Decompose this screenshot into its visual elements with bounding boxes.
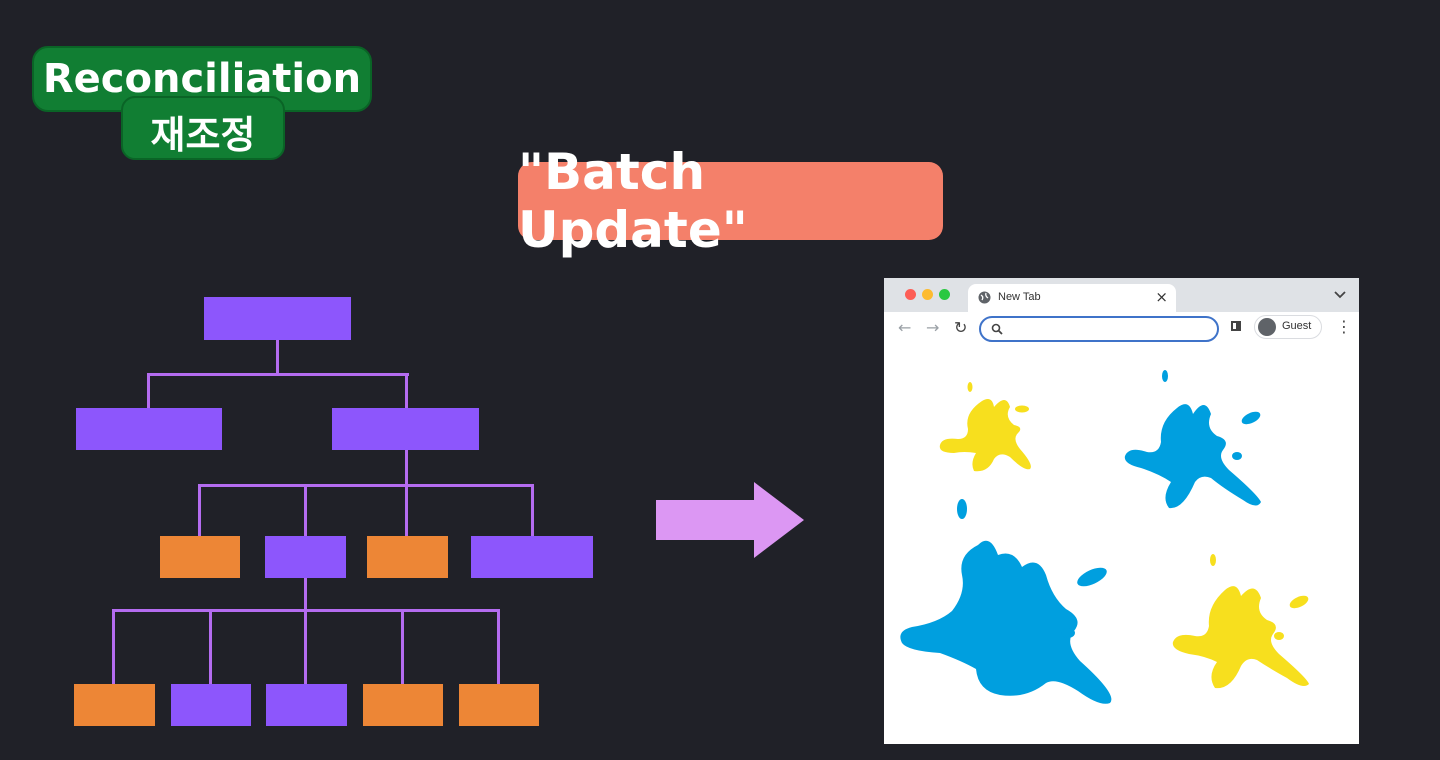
globe-icon [978, 291, 991, 304]
tree-node [266, 684, 347, 726]
browser-toolbar: ← → ↻ Guest ⋮ [884, 312, 1359, 344]
profile-button[interactable]: Guest [1254, 315, 1322, 339]
tree-connector [405, 484, 408, 536]
tree-connector [276, 340, 279, 375]
maximize-window-dot[interactable] [939, 289, 950, 300]
address-bar[interactable] [979, 316, 1219, 342]
tree-node-updated [160, 536, 240, 578]
tree-connector [304, 609, 307, 684]
search-icon [991, 323, 1003, 335]
tree-connector [147, 373, 409, 376]
tree-connector [304, 578, 307, 612]
tree-connector [304, 484, 307, 536]
tree-node [265, 536, 346, 578]
tree-node [171, 684, 251, 726]
kebab-menu-icon[interactable]: ⋮ [1336, 317, 1352, 336]
tree-connector [112, 609, 115, 684]
tree-node-updated [74, 684, 155, 726]
tree-connector [401, 609, 404, 684]
profile-label: Guest [1282, 320, 1312, 332]
paint-splat-yellow-bottom-right [1172, 554, 1309, 689]
paint-splat-yellow-top-left [939, 382, 1031, 472]
tree-node-updated [459, 684, 539, 726]
tab-close-icon[interactable]: × [1155, 288, 1168, 306]
tree-node-updated [363, 684, 443, 726]
tree-node [471, 536, 593, 578]
chevron-down-icon[interactable] [1334, 290, 1346, 300]
address-input[interactable] [1007, 320, 1211, 339]
reload-icon[interactable]: ↻ [954, 318, 968, 337]
tree-node-updated [367, 536, 448, 578]
right-arrow-icon [656, 482, 804, 558]
tree-connector [531, 484, 534, 536]
close-window-dot[interactable] [905, 289, 916, 300]
batch-update-badge: "Batch Update" [518, 143, 943, 259]
reconciliation-korean-badge: 재조정 [121, 96, 285, 160]
browser-window: New Tab × ← → ↻ Guest ⋮ [884, 278, 1359, 744]
reconciliation-label: Reconciliation [42, 56, 362, 102]
tree-connector [198, 484, 534, 487]
tree-node [332, 408, 479, 450]
tree-connector [209, 609, 212, 684]
tree-connector [405, 450, 408, 487]
tree-connector [198, 484, 201, 536]
browser-tab-bar: New Tab × [884, 278, 1359, 314]
avatar-icon [1258, 318, 1276, 336]
browser-tab[interactable]: New Tab × [968, 284, 1176, 314]
tree-connector [405, 373, 408, 408]
reconciliation-korean-label: 재조정 [150, 112, 256, 157]
paint-splat-blue-top-right [1124, 370, 1261, 509]
forward-arrow-icon[interactable]: → [926, 318, 940, 337]
tab-title: New Tab [998, 291, 1041, 303]
tree-connector [147, 373, 150, 408]
reconciliation-badge: Reconciliation [32, 46, 372, 112]
paint-splat-blue-bottom-left [900, 499, 1112, 704]
tree-connector [497, 609, 500, 684]
tree-node-root [204, 297, 351, 340]
minimize-window-dot[interactable] [922, 289, 933, 300]
side-panel-icon[interactable] [1231, 321, 1241, 331]
back-arrow-icon[interactable]: ← [898, 318, 912, 337]
batch-update-label: "Batch Update" [518, 143, 748, 259]
tree-node [76, 408, 222, 450]
